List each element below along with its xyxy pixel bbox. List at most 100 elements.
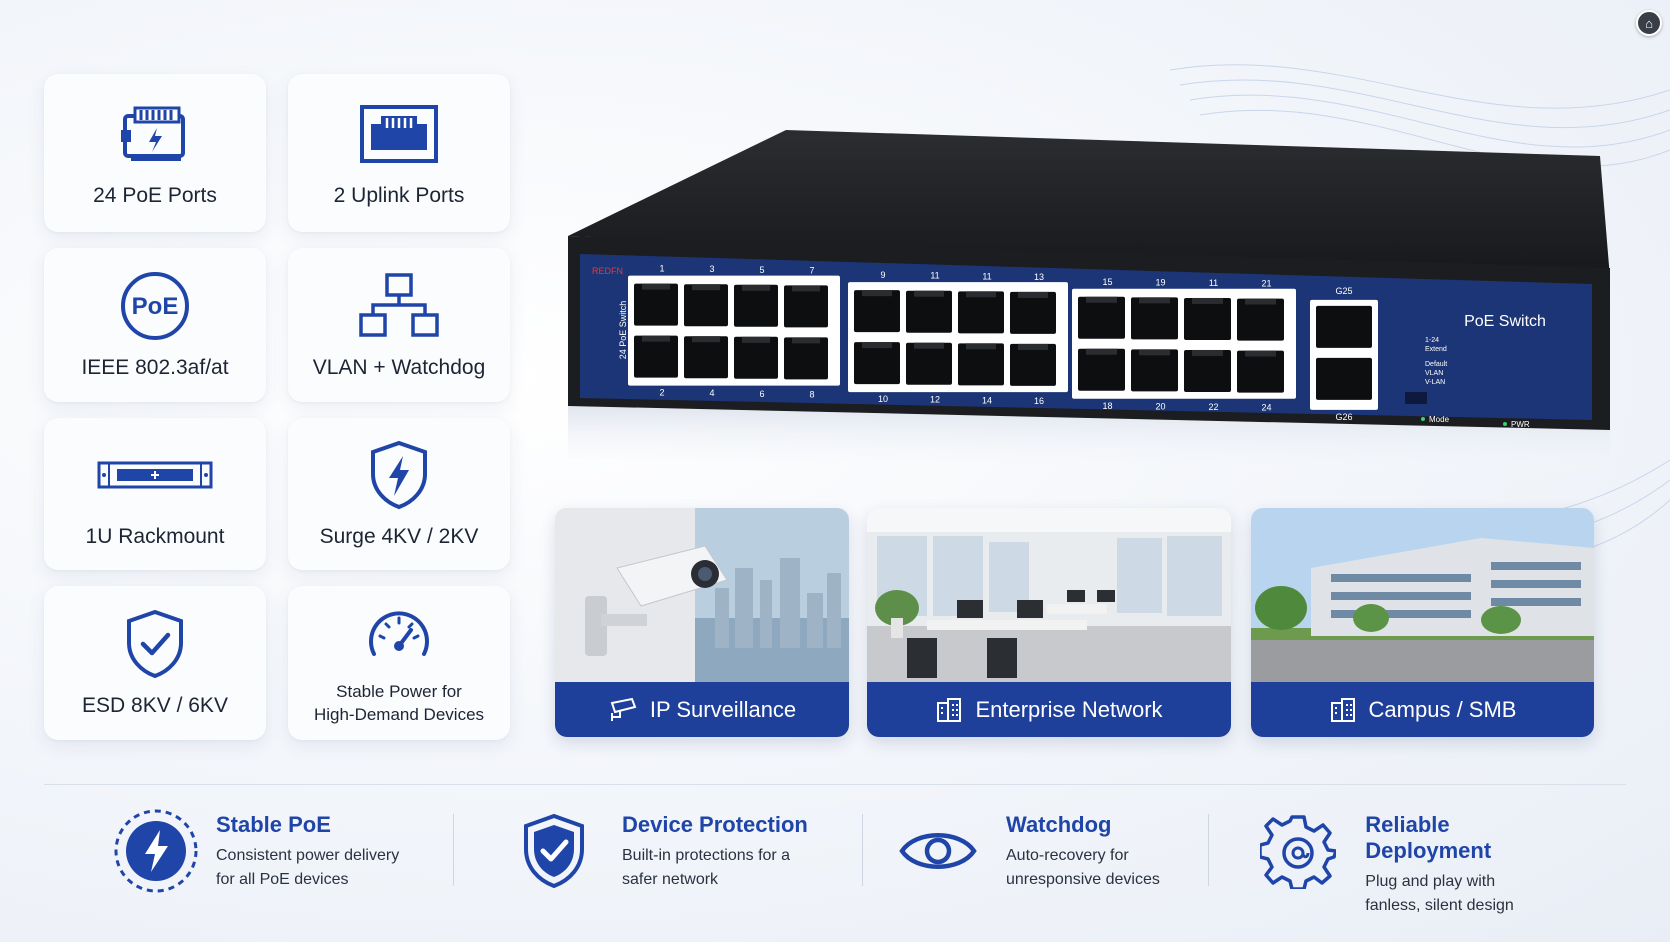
rj45-port [634, 335, 678, 378]
pwr-label: PWR [1511, 420, 1530, 429]
poe-badge-icon: PoE [119, 270, 191, 342]
stable-power-line2: High-Demand Devices [313, 705, 485, 724]
poe-port-icon [119, 98, 191, 170]
rj45-port-latch [1139, 349, 1170, 356]
power-bolt-icon [108, 806, 204, 896]
corner-action-icon[interactable]: ⌂ [1636, 10, 1662, 36]
rj45-port-latch [792, 285, 820, 292]
feature-card-vlan: VLAN + Watchdog [288, 248, 510, 402]
app-tile-label: IP Surveillance [649, 696, 797, 722]
feature-card-ieee: PoE IEEE 802.3af/at [44, 248, 266, 402]
rj45-port [1237, 350, 1284, 393]
benefit-device-protection: Device Protection Built-in protections f… [506, 806, 836, 896]
port-number-bottom: 8 [809, 389, 814, 399]
feature-label: Surge 4KV / 2KV [319, 525, 479, 548]
feature-label: IEEE 802.3af/at [81, 356, 229, 379]
rj45-port-latch [1086, 296, 1117, 303]
protection-shield-icon [506, 806, 602, 896]
rj45-port-latch [1245, 298, 1276, 305]
app-tile-label: Enterprise Network [975, 696, 1163, 722]
feature-card-rackmount: 1U Rackmount [44, 418, 266, 570]
office-building-icon [937, 697, 962, 722]
feature-card-poe-ports: 24 PoE Ports [44, 74, 266, 232]
port-number-bottom: 22 [1208, 402, 1218, 412]
port-number-top: 19 [1155, 277, 1165, 287]
rj45-port [734, 336, 778, 379]
rj45-port-latch [1086, 348, 1117, 355]
port-number-bottom: 4 [709, 388, 714, 398]
rj45-port-latch [742, 336, 770, 343]
port-number-top: 11 [982, 271, 991, 281]
feature-label: 1U Rackmount [85, 525, 225, 548]
rj45-port [1078, 296, 1125, 339]
rj45-port [684, 284, 728, 327]
office-photo [867, 508, 1231, 683]
app-tile-surveillance[interactable]: IP Surveillance [555, 508, 849, 737]
rj45-port-latch [692, 336, 720, 343]
dip-switch [1405, 392, 1427, 404]
port-number-top: 3 [709, 264, 714, 274]
rj45-port-latch [914, 290, 944, 297]
app-tile-campus[interactable]: Campus / SMB [1251, 508, 1594, 737]
rj45-port [684, 336, 728, 379]
benefit-separator [1208, 814, 1209, 886]
rj45-port-latch [862, 290, 892, 297]
stable-power-line1: Stable Power for [336, 682, 462, 701]
benefit-title: Reliable Deployment [1365, 812, 1492, 863]
feature-label: 24 PoE Ports [93, 184, 217, 207]
app-tile-label-bar: IP Surveillance [555, 682, 849, 737]
rj45-port [1184, 297, 1231, 340]
cctv-camera-icon [610, 697, 637, 721]
rj45-port-latch [692, 284, 720, 291]
port-number-top: 9 [880, 270, 885, 280]
dip-label: VLAN [1425, 370, 1443, 377]
rj45-port [906, 290, 952, 333]
rj45-port [1131, 349, 1178, 392]
rj45-port-latch [1192, 349, 1223, 356]
benefit-title: Watchdog [1006, 812, 1112, 837]
rj45-port-latch [1245, 350, 1276, 357]
port-number-top: 15 [1102, 277, 1112, 287]
campus-building-icon [1330, 697, 1355, 722]
port-number-bottom: 12 [930, 395, 940, 405]
poe-badge-text: PoE [132, 293, 179, 320]
rj45-port [784, 285, 828, 328]
gauge-icon [366, 600, 432, 672]
rj45-port [958, 291, 1004, 334]
eye-icon [890, 806, 986, 896]
rj45-port-latch [966, 291, 996, 298]
rj45-port-latch [1139, 297, 1170, 304]
benefit-title: Device Protection [622, 812, 808, 837]
port-number-top: 11 [930, 271, 939, 281]
rj45-port [1131, 297, 1178, 340]
switch-name-label: PoE Switch [1464, 313, 1546, 330]
rj45-port [734, 284, 778, 327]
dip-label: V-LAN [1425, 379, 1445, 386]
app-tile-enterprise[interactable]: Enterprise Network [867, 508, 1231, 737]
benefit-separator [453, 814, 454, 886]
rj45-port [1078, 348, 1125, 391]
rj45-port [1237, 298, 1284, 341]
port-number-bottom: 18 [1102, 401, 1112, 411]
rj45-port-latch [642, 283, 670, 290]
port-number-bottom: 20 [1155, 401, 1165, 411]
benefit-title: Stable PoE [216, 812, 331, 837]
dip-label: Extend [1425, 346, 1447, 353]
dip-label: 1-24 [1425, 337, 1439, 344]
rj45-port [1184, 349, 1231, 392]
dip-label: Default [1425, 361, 1447, 368]
network-topology-icon [357, 270, 441, 342]
switch-panel-overlay: 123456789101112111413161518192011222124G… [592, 264, 1546, 429]
rj45-port [784, 337, 828, 380]
uplink-label-top: G25 [1335, 286, 1352, 296]
feature-card-surge: Surge 4KV / 2KV [288, 418, 510, 570]
port-number-bottom: 24 [1261, 403, 1271, 413]
port-number-bottom: 6 [759, 389, 764, 399]
